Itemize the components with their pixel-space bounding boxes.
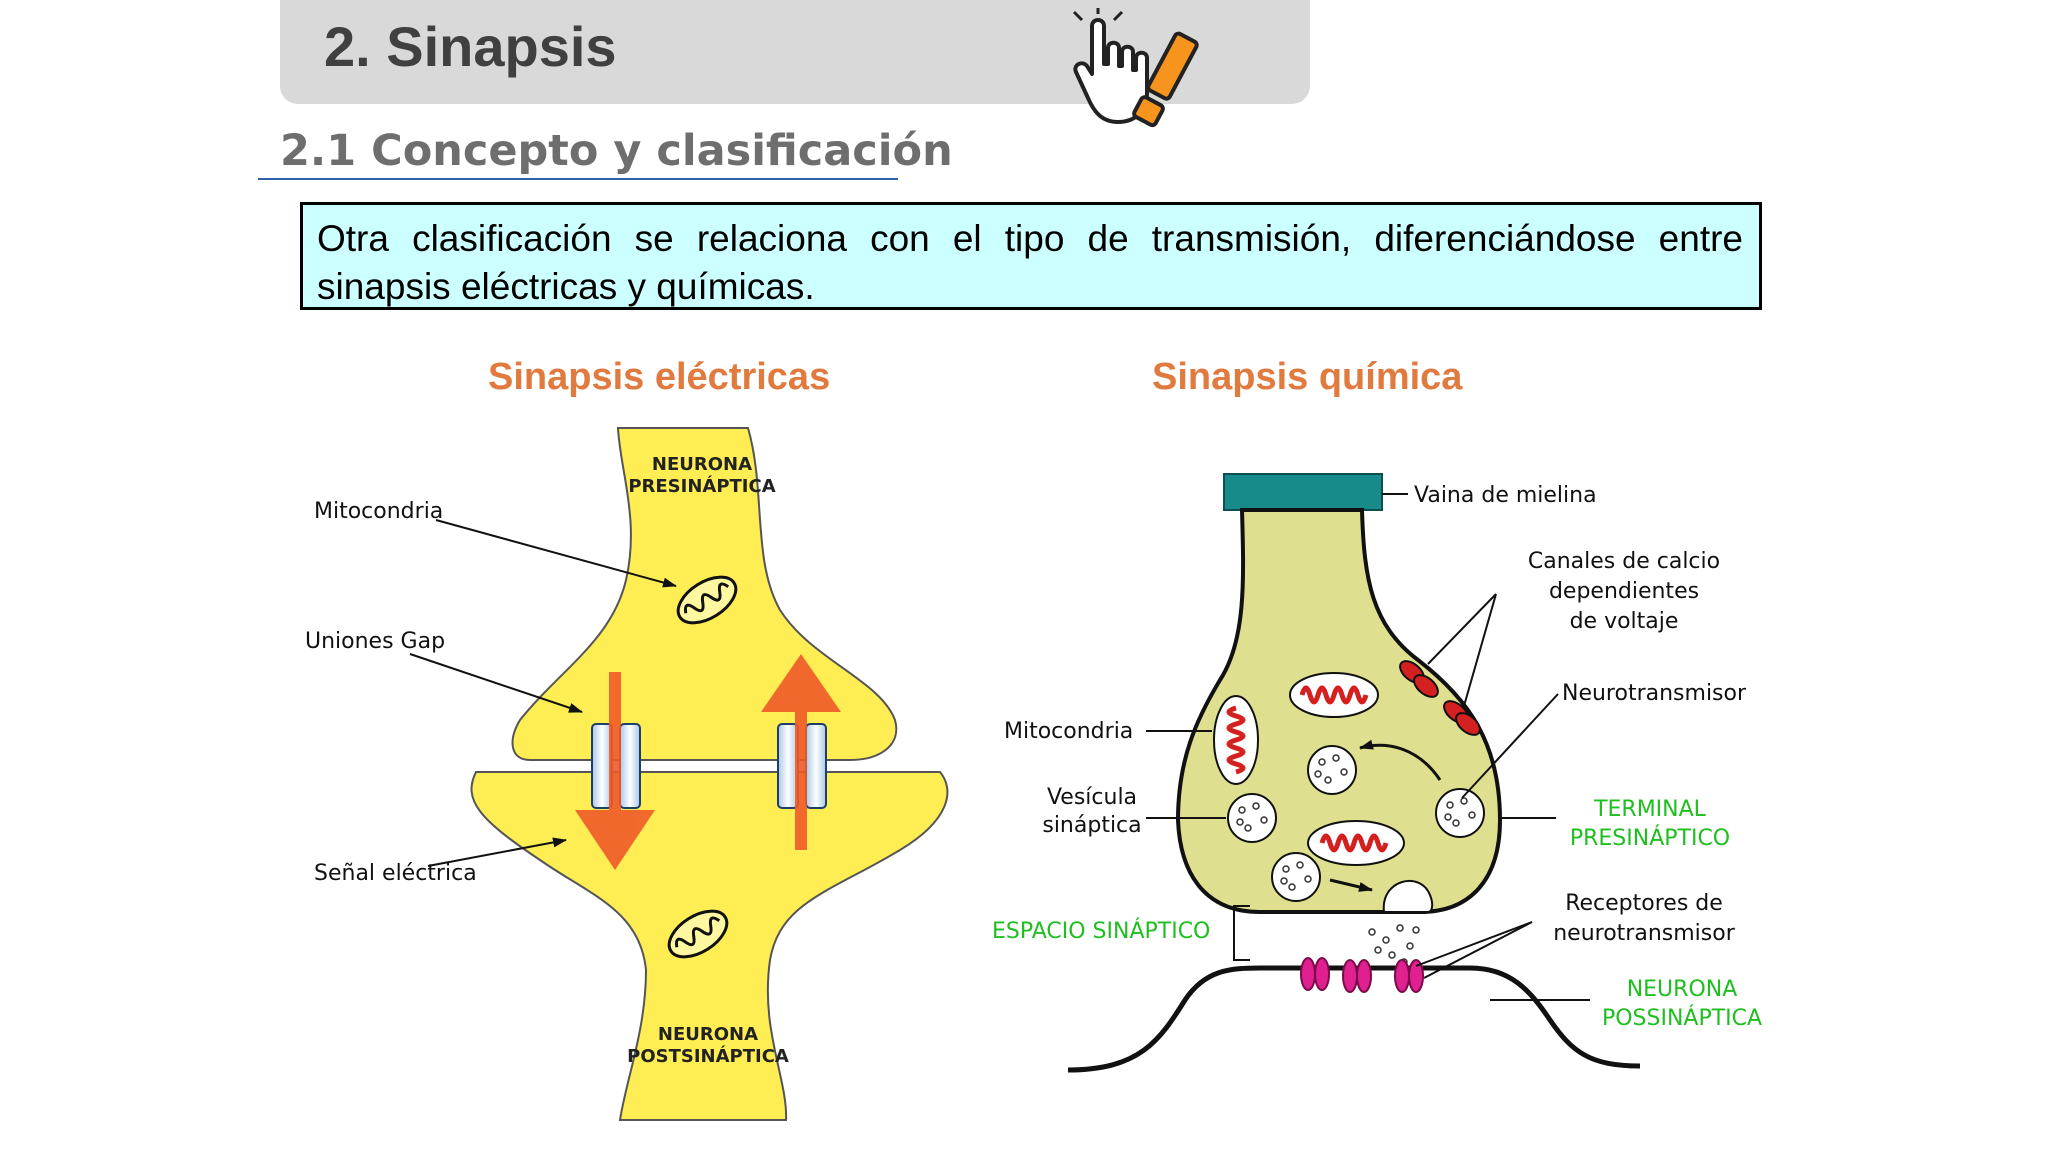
terminal-label-line2: PRESINÁPTICO <box>1570 825 1730 851</box>
presynaptic-label-line2: PRESINÁPTICA <box>628 475 775 497</box>
mitochondrion-top <box>1289 672 1379 718</box>
calcium-channels <box>1399 660 1481 736</box>
gap-junction-channels <box>591 723 827 809</box>
mitochondrion-bottom <box>1307 820 1405 866</box>
postsynaptic-membrane <box>1067 965 1641 1073</box>
synaptic-vesicles <box>1227 745 1485 902</box>
vesicle-contents <box>1236 754 1476 891</box>
page-title: 2. Sinapsis <box>324 15 617 78</box>
signal-arrow-down <box>575 672 655 870</box>
electrical-signal-label: Señal eléctrica <box>314 861 477 886</box>
myelin-sheath <box>1223 473 1383 511</box>
postsynaptic-label-line1: NEURONA <box>658 1024 758 1045</box>
subtitle-underline <box>258 178 898 180</box>
mitochondrion-left <box>1213 695 1259 785</box>
postsynaptic-neuron-label-line1: NEURONA <box>1627 977 1738 1002</box>
chemical-synapse-title: Sinapsis química <box>1152 356 1463 398</box>
electrical-synapse-diagram: NEURONA PRESINÁPTICA NEURONA POSTSINÁPTI… <box>305 427 949 1121</box>
postsynaptic-neuron-label-line2: POSSINÁPTICA <box>1602 1005 1762 1031</box>
classification-note: Otra clasificación se relaciona con el t… <box>300 202 1762 310</box>
electrical-synapse-title: Sinapsis eléctricas <box>488 356 831 398</box>
presynaptic-label-line1: NEURONA <box>652 454 752 475</box>
signal-arrow-up <box>761 654 841 850</box>
released-neurotransmitter <box>1368 924 1420 966</box>
vesicle-fusion-pore <box>1382 879 1434 913</box>
vesicle-release-arrow <box>1329 878 1373 892</box>
terminal-label-line1: TERMINAL <box>1593 797 1707 822</box>
calcium-label-line2: dependientes <box>1549 579 1699 604</box>
pointer-hand-icon <box>1072 8 1199 128</box>
calcium-label-line3: de voltaje <box>1570 609 1679 634</box>
receptors-label-line1: Receptores de <box>1565 891 1723 916</box>
chemical-synapse-diagram: Vaina de mielina <box>992 473 1762 1073</box>
mitochondrion-lower <box>667 909 729 959</box>
synaptic-cleft-label: ESPACIO SINÁPTICO <box>992 918 1210 944</box>
postsynaptic-label-line2: POSTSINÁPTICA <box>627 1045 789 1067</box>
chemical-mitochondria-label: Mitocondria <box>1004 719 1133 744</box>
gap-junctions-label: Uniones Gap <box>305 629 445 654</box>
neurotransmitter-receptors <box>1300 957 1424 993</box>
vesicle-label-line1: Vesícula <box>1047 785 1137 810</box>
neurotransmitter-label: Neurotransmisor <box>1562 681 1747 706</box>
vesicle-label-line2: sináptica <box>1042 813 1141 838</box>
vesicle-movement-arrow <box>1359 739 1442 781</box>
section-subtitle: 2.1 Concepto y clasificación <box>280 126 953 176</box>
calcium-label-line1: Canales de calcio <box>1528 549 1720 574</box>
receptors-label-line2: neurotransmisor <box>1553 921 1735 946</box>
myelin-label: Vaina de mielina <box>1414 483 1597 508</box>
mitochondria-label: Mitocondria <box>314 499 443 524</box>
mitochondrion-upper <box>676 575 738 625</box>
